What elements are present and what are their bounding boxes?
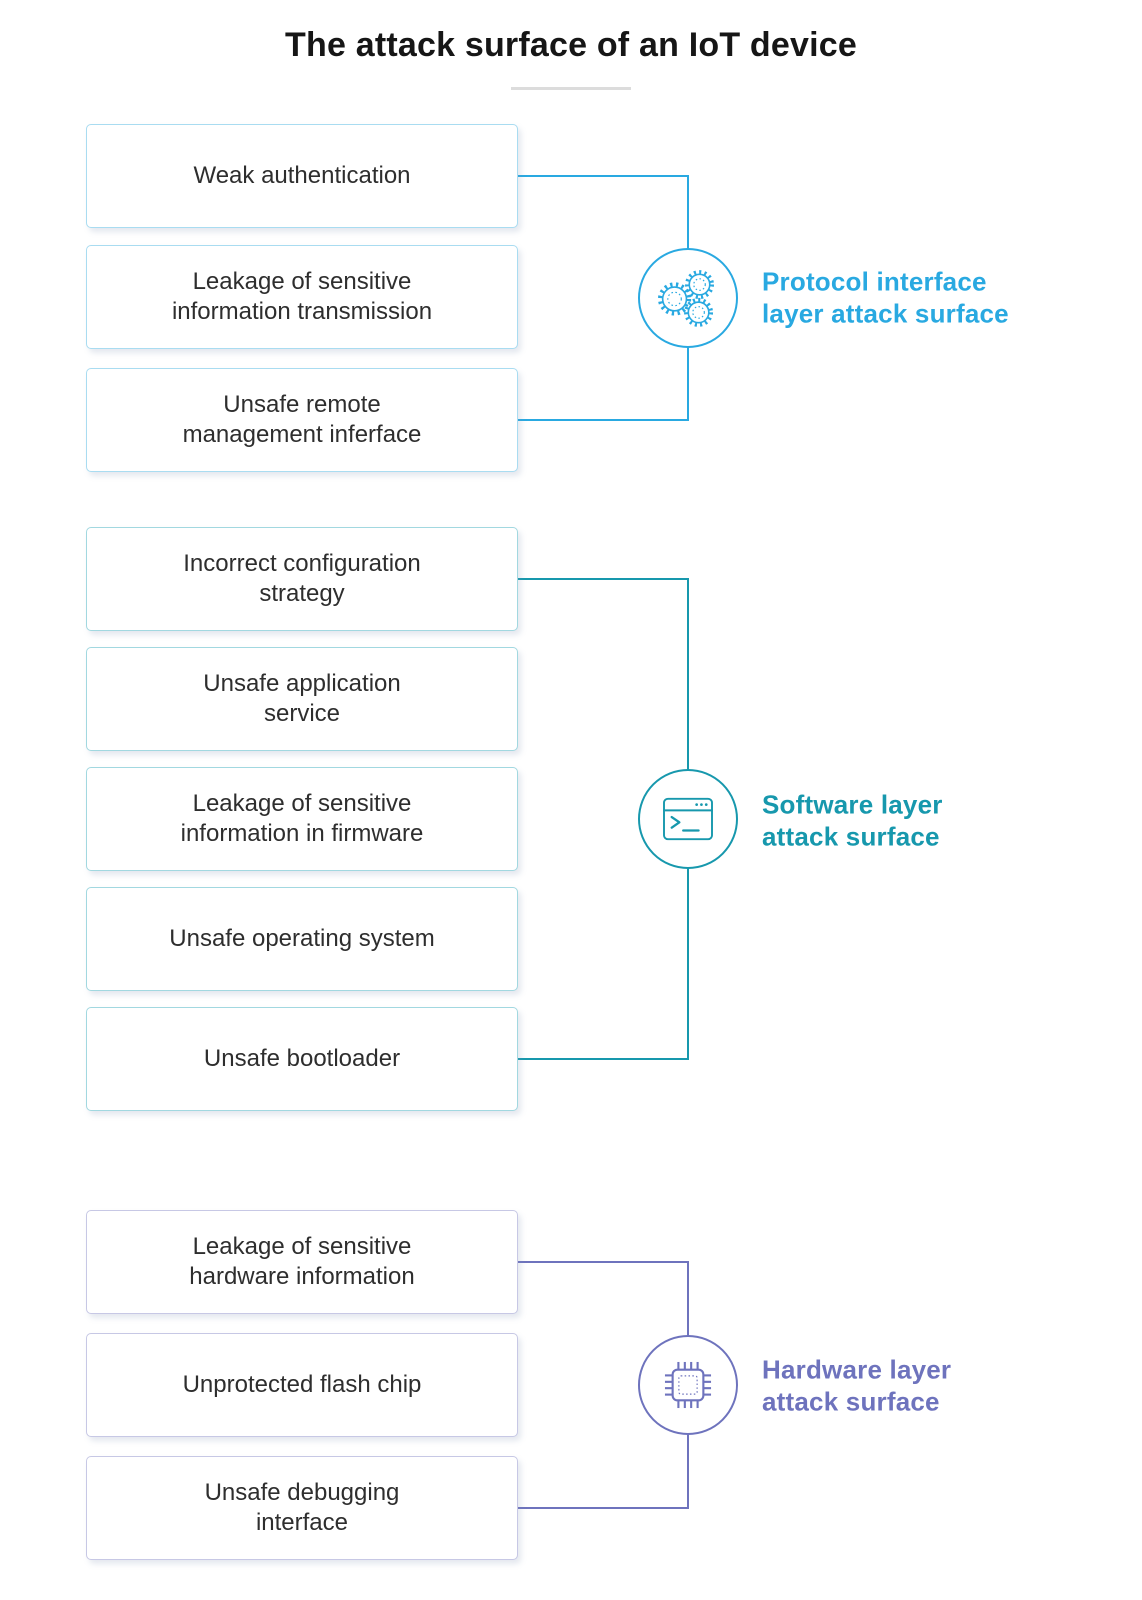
connector-line bbox=[518, 175, 689, 177]
attack-item-label: Unsafe operating system bbox=[169, 925, 435, 952]
attack-item-box: Leakage of sensitive hardware informatio… bbox=[86, 1210, 518, 1314]
title-divider bbox=[511, 87, 631, 90]
connector-line bbox=[518, 1058, 689, 1060]
attack-item-label: Leakage of sensitive information transmi… bbox=[171, 268, 433, 325]
group-label-protocol: Protocol interface layer attack surface bbox=[762, 266, 1009, 328]
connector-line bbox=[687, 578, 689, 1060]
connector-line bbox=[518, 1507, 689, 1509]
attack-item-box: Unsafe operating system bbox=[86, 887, 518, 991]
attack-item-label: Leakage of sensitive information in firm… bbox=[180, 790, 424, 847]
attack-item-label: Leakage of sensitive hardware informatio… bbox=[189, 1233, 415, 1290]
terminal-icon bbox=[638, 769, 738, 869]
attack-item-label: Unsafe application service bbox=[203, 670, 401, 727]
attack-item-box: Leakage of sensitive information transmi… bbox=[86, 245, 518, 349]
group-label-software: Software layer attack surface bbox=[762, 789, 943, 851]
page-title: The attack surface of an IoT device bbox=[285, 26, 857, 64]
attack-item-box: Incorrect configuration strategy bbox=[86, 527, 518, 631]
group-label-hardware: Hardware layer attack surface bbox=[762, 1354, 952, 1416]
attack-item-label: Unsafe debugging interface bbox=[204, 1479, 400, 1536]
attack-item-label: Unsafe remote management inferface bbox=[182, 391, 422, 448]
gears-icon bbox=[638, 248, 738, 348]
attack-item-box: Unsafe application service bbox=[86, 647, 518, 751]
connector-line bbox=[518, 578, 689, 580]
attack-item-box: Unprotected flash chip bbox=[86, 1333, 518, 1437]
attack-item-label: Unprotected flash chip bbox=[182, 1371, 422, 1398]
connector-line bbox=[518, 1261, 689, 1263]
attack-item-box: Weak authentication bbox=[86, 124, 518, 228]
connector-line bbox=[518, 419, 689, 421]
connector-line bbox=[687, 1261, 689, 1509]
attack-item-box: Unsafe remote management inferface bbox=[86, 368, 518, 472]
attack-item-label: Incorrect configuration strategy bbox=[183, 550, 421, 607]
attack-item-label: Weak authentication bbox=[193, 162, 411, 189]
attack-item-box: Unsafe bootloader bbox=[86, 1007, 518, 1111]
attack-item-box: Unsafe debugging interface bbox=[86, 1456, 518, 1560]
attack-item-label: Unsafe bootloader bbox=[203, 1045, 401, 1072]
connector-line bbox=[687, 175, 689, 421]
attack-item-box: Leakage of sensitive information in firm… bbox=[86, 767, 518, 871]
chip-icon bbox=[638, 1335, 738, 1435]
